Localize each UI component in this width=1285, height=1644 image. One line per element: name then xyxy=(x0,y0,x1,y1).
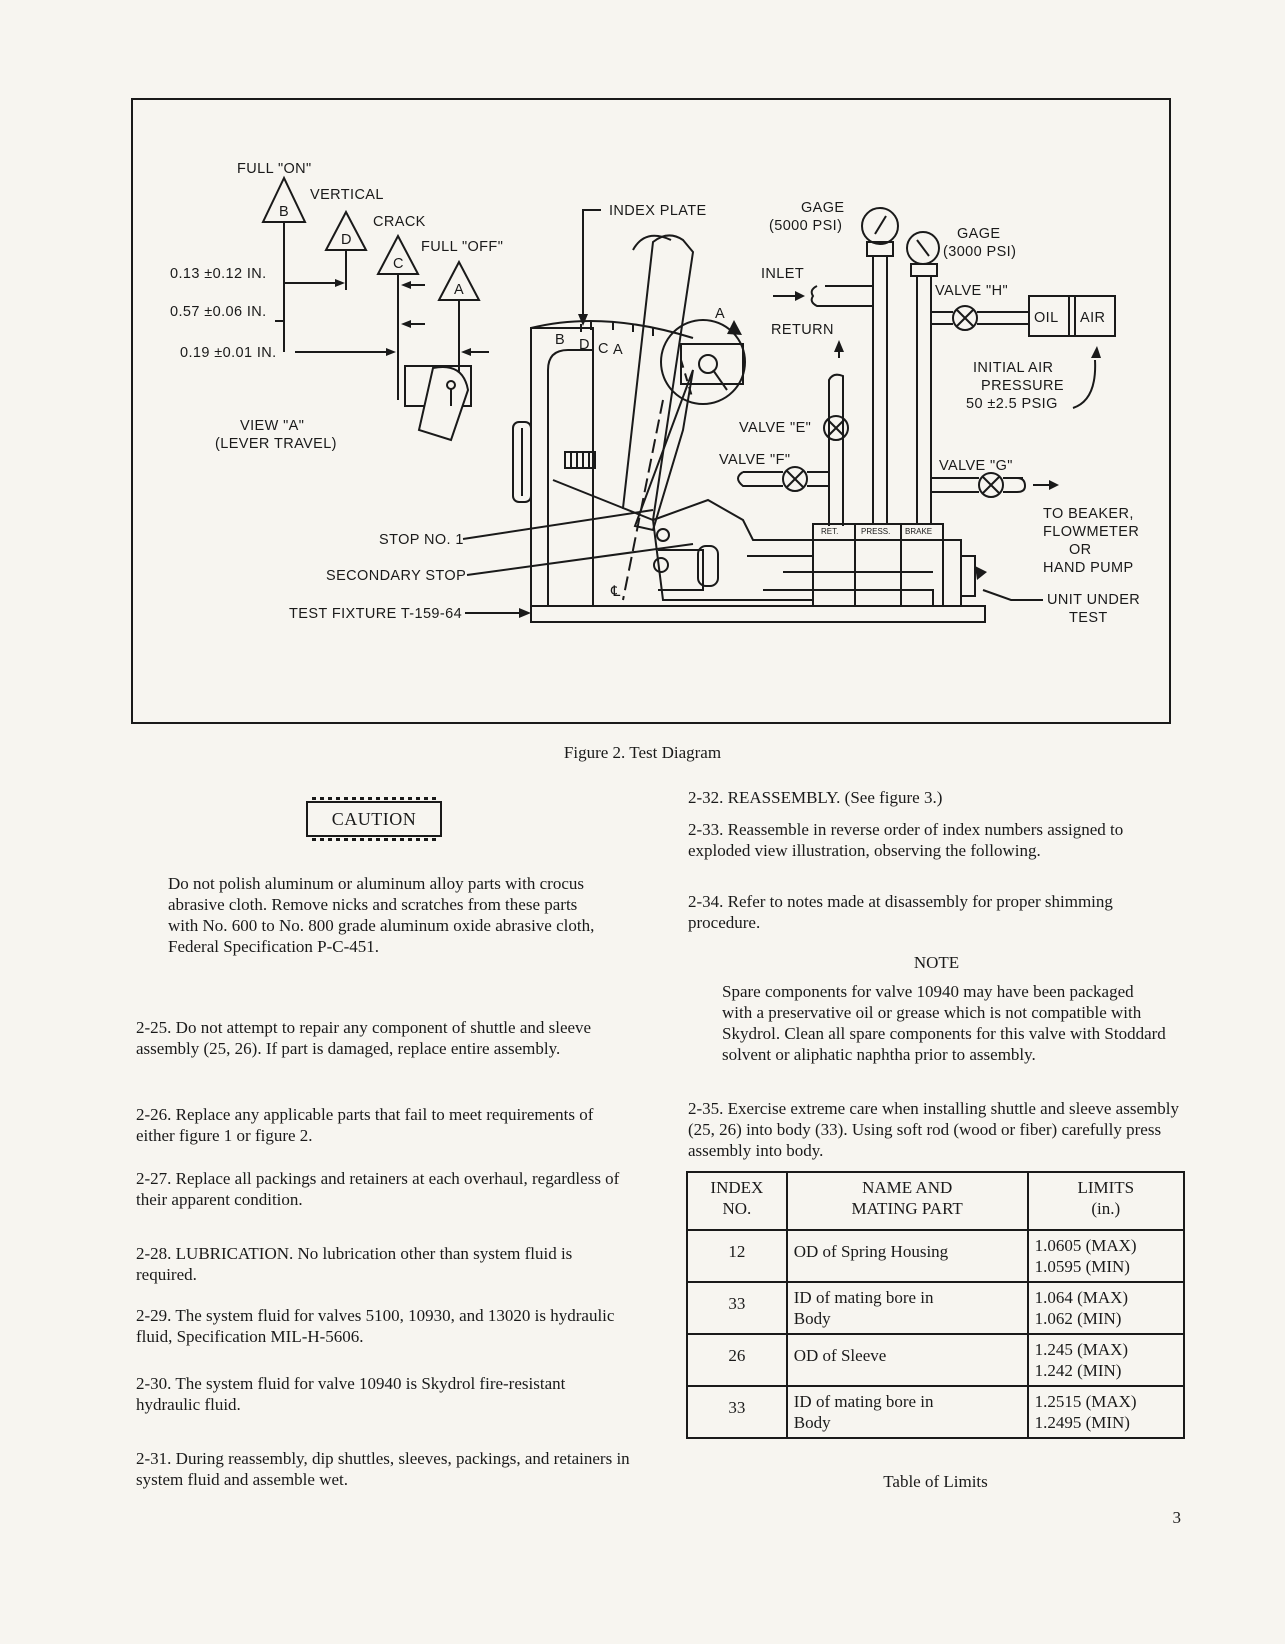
caution-label: CAUTION xyxy=(306,797,442,841)
leader-lines xyxy=(462,209,1043,618)
gage2-rating: (3000 PSI) xyxy=(943,244,1016,260)
plate-label-c: C xyxy=(598,341,609,357)
paragraph-2-27: 2-27. Replace all packings and retainers… xyxy=(136,1169,620,1209)
table-row: 26 OD of Sleeve 1.245 (MAX)1.242 (MIN) xyxy=(686,1333,1186,1387)
cell-index: 12 xyxy=(686,1229,788,1283)
cell-limits: 1.064 (MAX)1.062 (MIN) xyxy=(1026,1281,1186,1335)
header-limits: LIMITS(in.) xyxy=(1026,1171,1186,1231)
page-number: 3 xyxy=(1172,1508,1182,1527)
label-valve-h: VALVE "H" xyxy=(935,283,1008,299)
figure-caption: Figure 2. Test Diagram xyxy=(563,743,722,762)
note-text: Spare components for valve 10940 may hav… xyxy=(722,982,1166,1064)
label-full-on: FULL "ON" xyxy=(237,161,312,177)
plumbing xyxy=(737,207,1116,526)
initial-air-line1: INITIAL AIR xyxy=(973,360,1053,376)
paragraph-2-29: 2-29. The system fluid for valves 5100, … xyxy=(136,1306,615,1346)
label-tri-d: D xyxy=(341,232,352,248)
unit-under-test-line1: UNIT UNDER xyxy=(1047,592,1140,608)
plate-label-b: B xyxy=(555,332,565,348)
unit-under-test-line2: TEST xyxy=(1069,610,1108,626)
table-caption: Table of Limits xyxy=(883,1472,988,1491)
label-return: RETURN xyxy=(771,322,834,338)
test-diagram-figure: FULL "ON" B VERTICAL D CRACK C FULL "OFF… xyxy=(131,98,1171,724)
paragraph-2-32: 2-32. REASSEMBLY. (See figure 3.) xyxy=(688,788,943,807)
port-ret: RET. xyxy=(821,527,838,536)
cell-index: 33 xyxy=(686,1281,788,1335)
cell-index: 33 xyxy=(686,1385,788,1439)
paragraph-2-34: 2-34. Refer to notes made at disassembly… xyxy=(688,892,1113,932)
table-row: 12 OD of Spring Housing 1.0605 (MAX)1.05… xyxy=(686,1229,1186,1283)
note-label: NOTE xyxy=(913,953,960,972)
label-tri-a: A xyxy=(454,282,464,298)
paragraph-2-31: 2-31. During reassembly, dip shuttles, s… xyxy=(136,1449,630,1489)
view-a-lever-travel xyxy=(261,175,489,442)
label-valve-f: VALVE "F" xyxy=(719,452,790,468)
label-tri-b: B xyxy=(279,204,289,220)
view-a-title: VIEW "A" xyxy=(240,418,304,434)
label-oil: OIL xyxy=(1034,310,1059,326)
cell-limits: 1.2515 (MAX)1.2495 (MIN) xyxy=(1026,1385,1186,1439)
initial-air-line3: 50 ±2.5 PSIG xyxy=(966,396,1058,412)
label-test-fixture: TEST FIXTURE T-159-64 xyxy=(289,606,462,622)
paragraph-2-25: 2-25. Do not attempt to repair any compo… xyxy=(136,1018,592,1058)
to-beaker-line3: OR xyxy=(1069,542,1092,558)
dim-1: 0.13 ±0.12 IN. xyxy=(170,266,267,282)
cell-limits: 1.245 (MAX)1.242 (MIN) xyxy=(1026,1333,1186,1387)
label-circle-a: A xyxy=(715,306,725,322)
gage2-title: GAGE xyxy=(957,226,1001,242)
label-index-plate: INDEX PLATE xyxy=(609,203,707,219)
label-secondary-stop: SECONDARY STOP xyxy=(326,568,466,584)
cell-limits: 1.0605 (MAX)1.0595 (MIN) xyxy=(1026,1229,1186,1283)
label-crack: CRACK xyxy=(373,214,426,230)
port-press: PRESS. xyxy=(861,527,890,536)
cell-name: OD of Sleeve xyxy=(785,1333,1029,1387)
caution-text: Do not polish aluminum or aluminum alloy… xyxy=(168,874,595,956)
to-beaker-line1: TO BEAKER, xyxy=(1043,506,1134,522)
dim-3: 0.19 ±0.01 IN. xyxy=(180,345,277,361)
paragraph-2-35: 2-35. Exercise extreme care when install… xyxy=(688,1099,1179,1160)
to-beaker-line2: FLOWMETER xyxy=(1043,524,1139,540)
view-a-subtitle: (LEVER TRAVEL) xyxy=(215,436,337,452)
initial-air-line2: PRESSURE xyxy=(981,378,1064,394)
paragraph-2-26: 2-26. Replace any applicable parts that … xyxy=(136,1105,594,1145)
plate-label-d: D xyxy=(579,337,590,353)
label-vertical: VERTICAL xyxy=(310,187,384,203)
label-tri-c: C xyxy=(393,256,404,272)
gage1-rating: (5000 PSI) xyxy=(769,218,842,234)
test-fixture xyxy=(512,234,986,623)
label-valve-e: VALVE "E" xyxy=(739,420,811,436)
to-beaker-line4: HAND PUMP xyxy=(1043,560,1134,576)
port-brake: BRAKE xyxy=(905,527,932,536)
gage1-title: GAGE xyxy=(801,200,845,216)
plate-label-a: A xyxy=(613,342,623,358)
label-stop-no1: STOP NO. 1 xyxy=(379,532,464,548)
cell-name: OD of Spring Housing xyxy=(785,1229,1029,1283)
label-full-off: FULL "OFF" xyxy=(421,239,503,255)
centerline-symbol: ℄ xyxy=(610,584,621,600)
dim-2: 0.57 ±0.06 IN. xyxy=(170,304,267,320)
paragraph-2-28: 2-28. LUBRICATION. No lubrication other … xyxy=(136,1244,573,1284)
test-diagram-drawing: FULL "ON" B VERTICAL D CRACK C FULL "OFF… xyxy=(170,161,1140,626)
paragraph-2-33: 2-33. Reassemble in reverse order of ind… xyxy=(688,820,1124,860)
paragraph-2-30: 2-30. The system fluid for valve 10940 i… xyxy=(136,1374,566,1414)
label-inlet: INLET xyxy=(761,266,804,282)
label-valve-g: VALVE "G" xyxy=(939,458,1013,474)
cell-index: 26 xyxy=(686,1333,788,1387)
label-air: AIR xyxy=(1080,310,1105,326)
